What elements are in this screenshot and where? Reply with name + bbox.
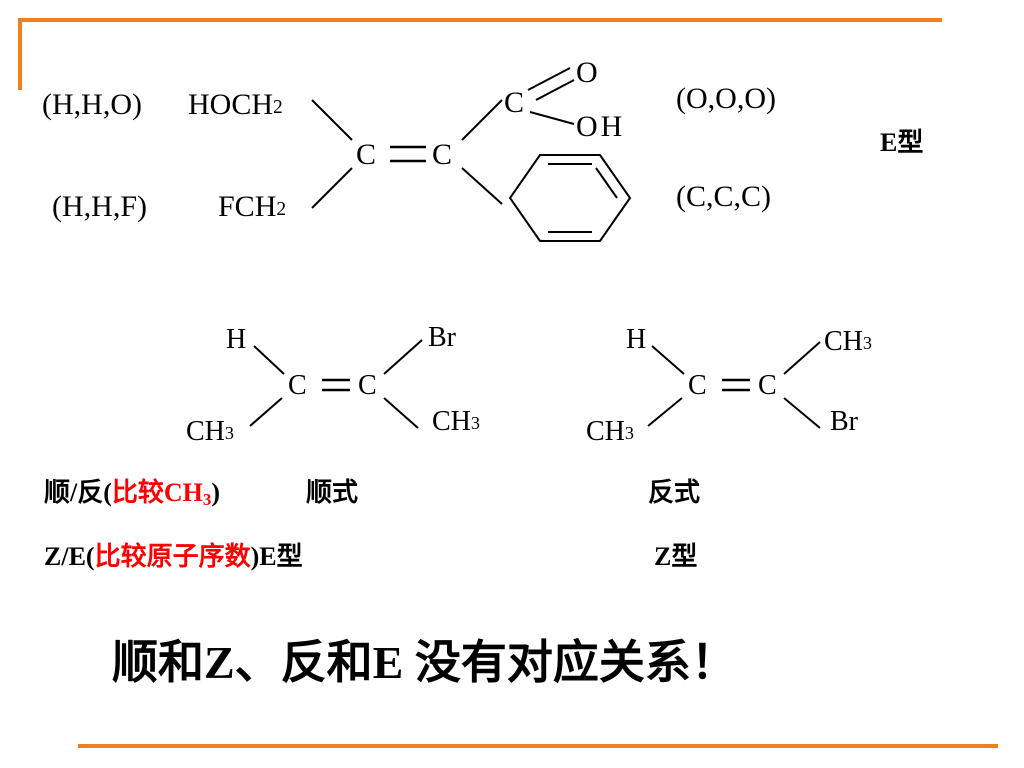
z-config-label: Z型 xyxy=(654,542,698,571)
mol-a-methyl-right-subscript: 3 xyxy=(470,413,480,434)
left-top-priority-label: (H,H,O) xyxy=(42,88,142,121)
cis-trans-compare-subscript: 3 xyxy=(202,490,212,510)
fch2-group-label: FCH2 xyxy=(218,192,286,222)
mol-b-methyl-right: CH3 xyxy=(824,328,872,356)
mol-a-methyl-left: CH3 xyxy=(186,418,234,446)
mol-a-methyl-left-text: CH xyxy=(186,416,225,447)
mol-b-methyl-left-text: CH xyxy=(586,416,625,447)
ze-prefix: Z/E( xyxy=(44,542,95,571)
mol-b-hydrogen: H xyxy=(626,324,647,355)
mol-a-bromine: Br xyxy=(428,322,456,353)
mol-a-methyl-right: CH3 xyxy=(432,408,480,436)
hoch2-text: HOCH xyxy=(188,88,274,121)
ze-compare: 比较原子序数 xyxy=(94,542,251,571)
mol-a-methyl-right-text: CH xyxy=(432,406,471,437)
cis-trans-row-label: 顺/反(比较CH3) xyxy=(44,480,220,509)
alkene-carbon-left: C xyxy=(356,138,377,171)
hoch2-group-label: HOCH2 xyxy=(188,90,283,120)
cis-trans-compare-text: 比较CH xyxy=(111,478,203,507)
ze-row-label: Z/E(比较原子序数)E型 xyxy=(44,544,303,570)
mol-b-methyl-right-text: CH xyxy=(824,326,863,357)
mol-a-carbon-right: C xyxy=(358,370,377,401)
mol-b-methyl-left: CH3 xyxy=(586,418,634,446)
conclusion-text: 顺和Z、反和E 没有对应关系！ xyxy=(112,637,737,688)
trans-result-label: 反式 xyxy=(648,478,701,507)
top-border-line xyxy=(18,18,942,22)
mol-b-carbon-right: C xyxy=(758,370,777,401)
carboxyl-carbon: C xyxy=(504,86,525,119)
ze-suffix-e-config: )E型 xyxy=(250,542,303,571)
cis-trans-compare: 比较CH3 xyxy=(111,478,212,510)
hoch2-subscript: 2 xyxy=(273,97,283,119)
fch2-subscript: 2 xyxy=(276,199,287,221)
mol-b-methyl-left-subscript: 3 xyxy=(624,423,634,444)
mol-a-carbon-left: C xyxy=(288,370,307,401)
mol-a-methyl-left-subscript: 3 xyxy=(224,423,234,444)
mol-b-bromine: Br xyxy=(830,406,858,437)
left-bottom-priority-label: (H,H,F) xyxy=(52,190,147,223)
carbonyl-oxygen: O xyxy=(576,56,598,89)
alkene-carbon-right: C xyxy=(432,138,453,171)
right-top-priority-label: (O,O,O) xyxy=(676,82,776,115)
mol-b-carbon-left: C xyxy=(688,370,707,401)
cis-trans-suffix: ) xyxy=(211,478,221,507)
hydroxyl-group: OH xyxy=(576,110,626,143)
top-config-label: E型 xyxy=(880,128,924,157)
mol-a-hydrogen: H xyxy=(226,324,247,355)
fch2-text: FCH xyxy=(218,190,277,223)
cis-result-label: 顺式 xyxy=(306,478,359,507)
left-border-line xyxy=(18,18,22,90)
cis-trans-prefix: 顺/反( xyxy=(44,478,112,507)
mol-b-methyl-right-subscript: 3 xyxy=(862,333,872,354)
bottom-border-line xyxy=(78,744,998,748)
right-bottom-priority-label: (C,C,C) xyxy=(676,180,772,213)
